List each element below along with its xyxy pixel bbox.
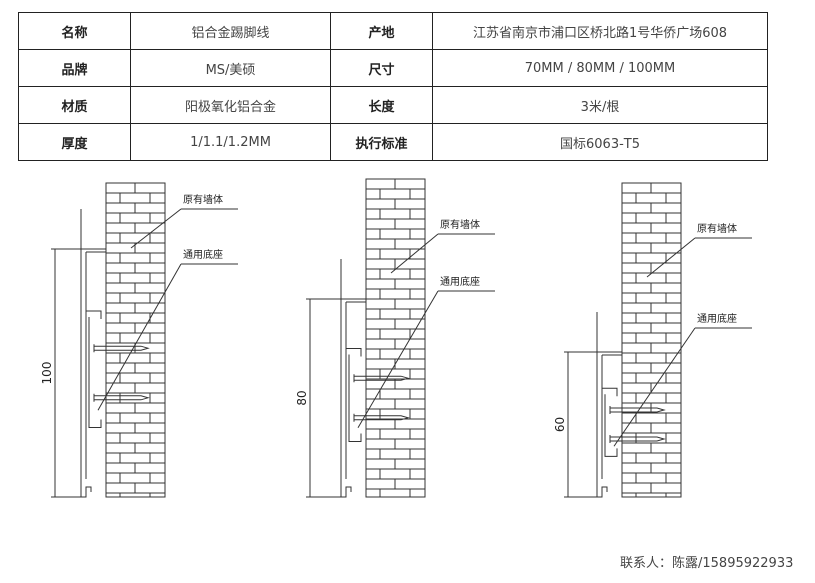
base-callout: 通用底座 [697, 312, 737, 325]
spec-row: 名称铝合金踢脚线产地江苏省南京市浦口区桥北路1号华侨广场608 [18, 12, 768, 50]
spec-value: 国标6063-T5 [432, 123, 768, 161]
spec-value: 1/1.1/1.2MM [130, 123, 331, 161]
base-callout: 通用底座 [440, 275, 480, 288]
height-dimension-label: 80 [295, 390, 309, 405]
spec-value: 3米/根 [432, 86, 768, 124]
spec-value: 江苏省南京市浦口区桥北路1号华侨广场608 [432, 12, 768, 50]
spec-value: 阳极氧化铝合金 [130, 86, 331, 124]
wall-callout: 原有墙体 [440, 218, 480, 231]
skirting-profile [340, 298, 410, 498]
screw-icon [353, 413, 410, 422]
height-dimension-label: 100 [40, 362, 54, 385]
wall-callout: 原有墙体 [183, 193, 223, 206]
spec-key: 名称 [18, 12, 131, 50]
spec-key: 厚度 [18, 123, 131, 161]
screw-icon [609, 406, 666, 414]
height-dimension-label: 60 [553, 417, 567, 432]
spec-key: 尺寸 [330, 49, 433, 87]
skirting-profile [596, 351, 666, 498]
spec-key: 产地 [330, 12, 433, 50]
brick-wall [621, 182, 682, 498]
spec-key: 长度 [330, 86, 433, 124]
base-callout: 通用底座 [183, 248, 223, 261]
spec-value: 铝合金踢脚线 [130, 12, 331, 50]
spec-value: 70MM / 80MM / 100MM [432, 49, 768, 87]
screw-icon [609, 435, 666, 443]
spec-key: 品牌 [18, 49, 131, 87]
screw-icon [353, 374, 410, 383]
brick-wall [105, 182, 166, 498]
screw-icon [93, 393, 150, 402]
brick-wall [365, 178, 426, 498]
wall-callout: 原有墙体 [697, 222, 737, 235]
contact-info: 联系人：陈露/15895922933 [620, 556, 794, 571]
screw-icon [93, 344, 150, 353]
spec-key: 材质 [18, 86, 131, 124]
spec-value: MS/美硕 [130, 49, 331, 87]
skirting-profile [80, 248, 150, 498]
spec-key: 执行标准 [330, 123, 433, 161]
